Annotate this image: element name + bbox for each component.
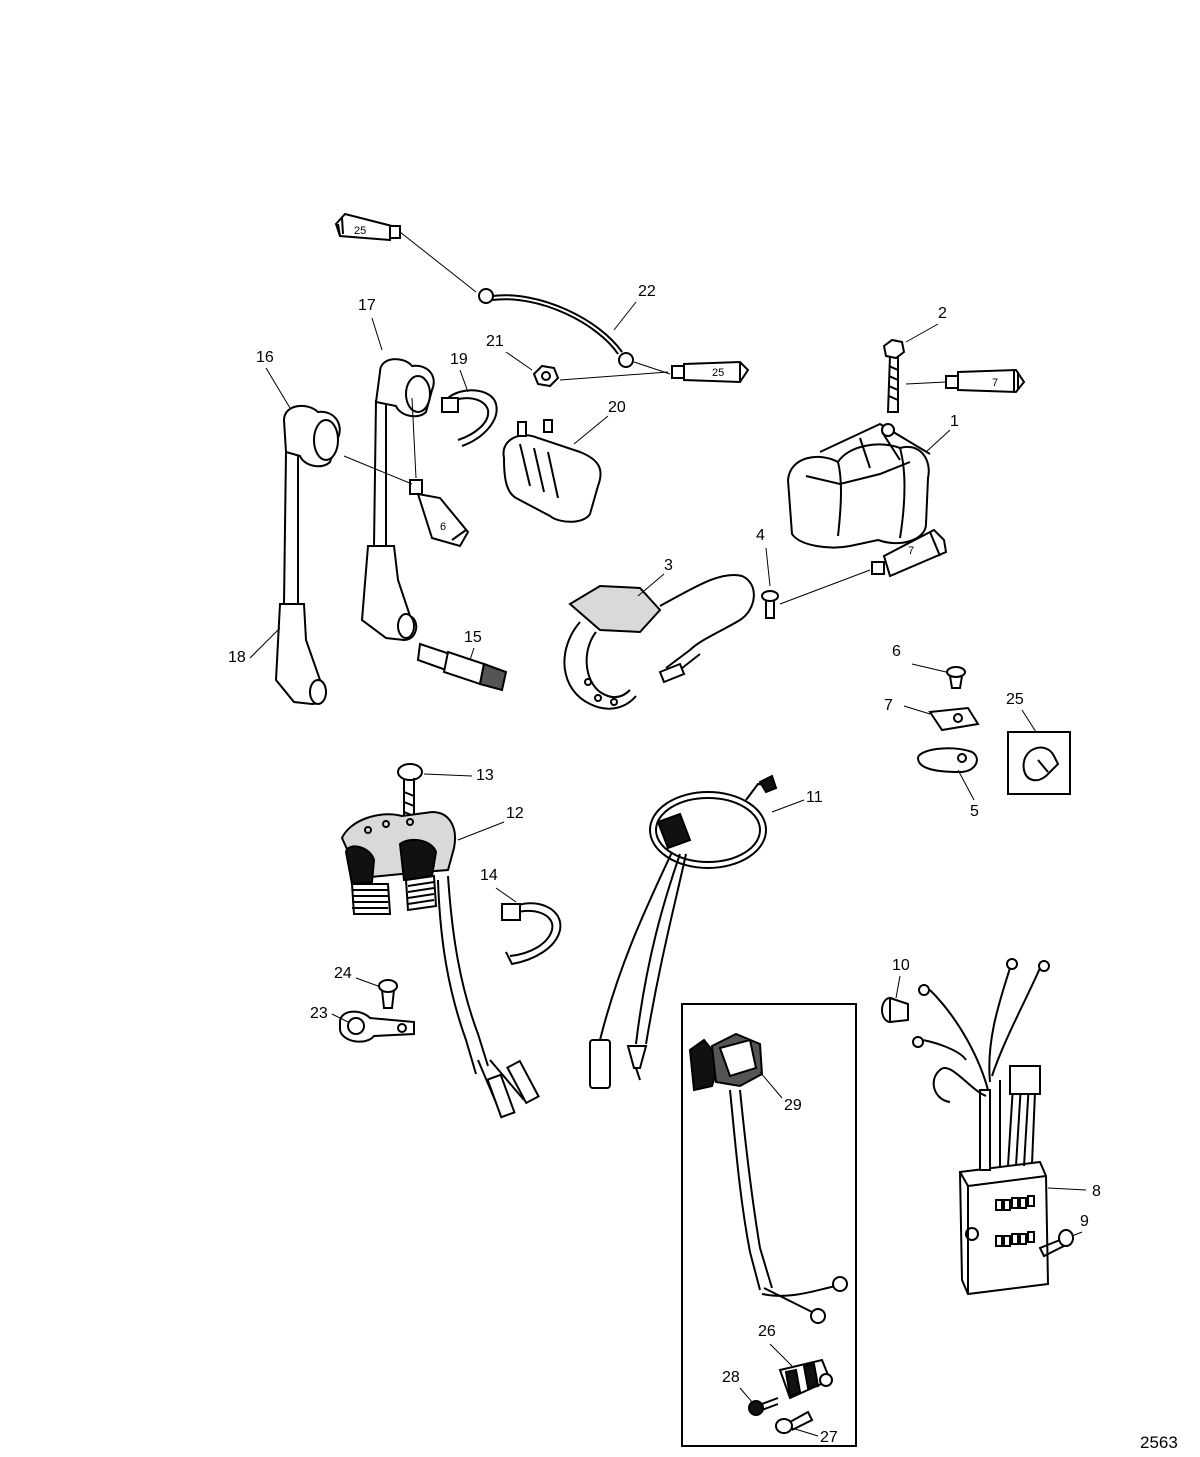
callout-5: 5 <box>970 803 979 820</box>
trigger-plate-3 <box>563 573 755 710</box>
callout-26: 26 <box>758 1323 776 1340</box>
callout-4: 4 <box>756 527 765 544</box>
callout-1: 1 <box>950 413 959 430</box>
callout-10: 10 <box>892 957 910 974</box>
bolt-2 <box>882 338 906 413</box>
callout-8: 8 <box>1092 1183 1101 1200</box>
callout-9: 9 <box>1080 1213 1089 1230</box>
screw-6 <box>946 666 966 689</box>
callout-25: 25 <box>1006 691 1024 708</box>
sealant-tube-6: 6 <box>409 479 470 548</box>
callout-21: 21 <box>486 333 504 350</box>
callout-24: 24 <box>334 965 352 982</box>
coil-assembly-29 <box>688 1032 848 1324</box>
sealant-tube-25-right: 25 <box>671 360 750 384</box>
callout-2: 2 <box>938 305 947 322</box>
screw-27 <box>775 1410 814 1434</box>
callout-28: 28 <box>722 1369 740 1386</box>
nut-21 <box>532 364 560 388</box>
callout-27: 27 <box>820 1429 838 1446</box>
tube-label-6: 6 <box>440 521 446 533</box>
plate-7 <box>928 706 980 732</box>
charge-coil-assembly-12 <box>340 810 540 1119</box>
tube-label-25a: 25 <box>354 225 366 237</box>
terminal-row-lower <box>995 1231 1035 1247</box>
switch-box-8 <box>912 958 1050 1296</box>
callout-17: 17 <box>358 297 376 314</box>
callout-7: 7 <box>884 697 893 714</box>
drawing-number: 2563 <box>1140 1433 1178 1452</box>
clamp-23 <box>339 1010 415 1043</box>
callout-15: 15 <box>464 629 482 646</box>
callout-14: 14 <box>480 867 498 884</box>
sealant-tube-7-top: 7 <box>945 368 1026 394</box>
callout-29: 29 <box>784 1097 802 1114</box>
spark-plug-15 <box>416 642 508 692</box>
callout-20: 20 <box>608 399 626 416</box>
callout-16: 16 <box>256 349 274 366</box>
ground-wire-22 <box>478 288 634 368</box>
screw-24 <box>378 979 398 1009</box>
sealant-tube-25-top: 25 <box>334 212 401 242</box>
screw-28 <box>748 1397 779 1416</box>
clamp-19 <box>441 389 498 447</box>
callout-13: 13 <box>476 767 494 784</box>
tube-label-7a: 7 <box>992 377 998 389</box>
callout-19: 19 <box>450 351 468 368</box>
callout-3: 3 <box>664 557 673 574</box>
screw-10 <box>881 996 909 1024</box>
stator-coil-11 <box>589 774 778 1089</box>
clamp-14 <box>501 902 562 966</box>
terminal-row-upper <box>995 1195 1035 1211</box>
ignition-coil-pack-1 <box>786 422 931 549</box>
ignition-coil-20 <box>502 419 602 523</box>
tube-label-7b: 7 <box>908 545 914 557</box>
callout-18: 18 <box>228 649 246 666</box>
spark-plug-lead-16 <box>274 404 341 706</box>
callout-12: 12 <box>506 805 524 822</box>
callout-6: 6 <box>892 643 901 660</box>
tube-label-25b: 25 <box>712 367 724 379</box>
screw-4 <box>761 590 779 619</box>
screw-9 <box>1038 1229 1074 1258</box>
plate-5 <box>916 747 978 774</box>
clamp-26 <box>778 1358 833 1400</box>
callout-23: 23 <box>310 1005 328 1022</box>
callout-22: 22 <box>638 283 656 300</box>
optional-kit-box <box>681 1003 857 1447</box>
spark-plug-lead-17 <box>360 358 435 642</box>
sealant-tube-7-lower: 7 <box>871 528 948 578</box>
clamp-25-box <box>1007 731 1071 795</box>
callout-11: 11 <box>806 789 823 806</box>
